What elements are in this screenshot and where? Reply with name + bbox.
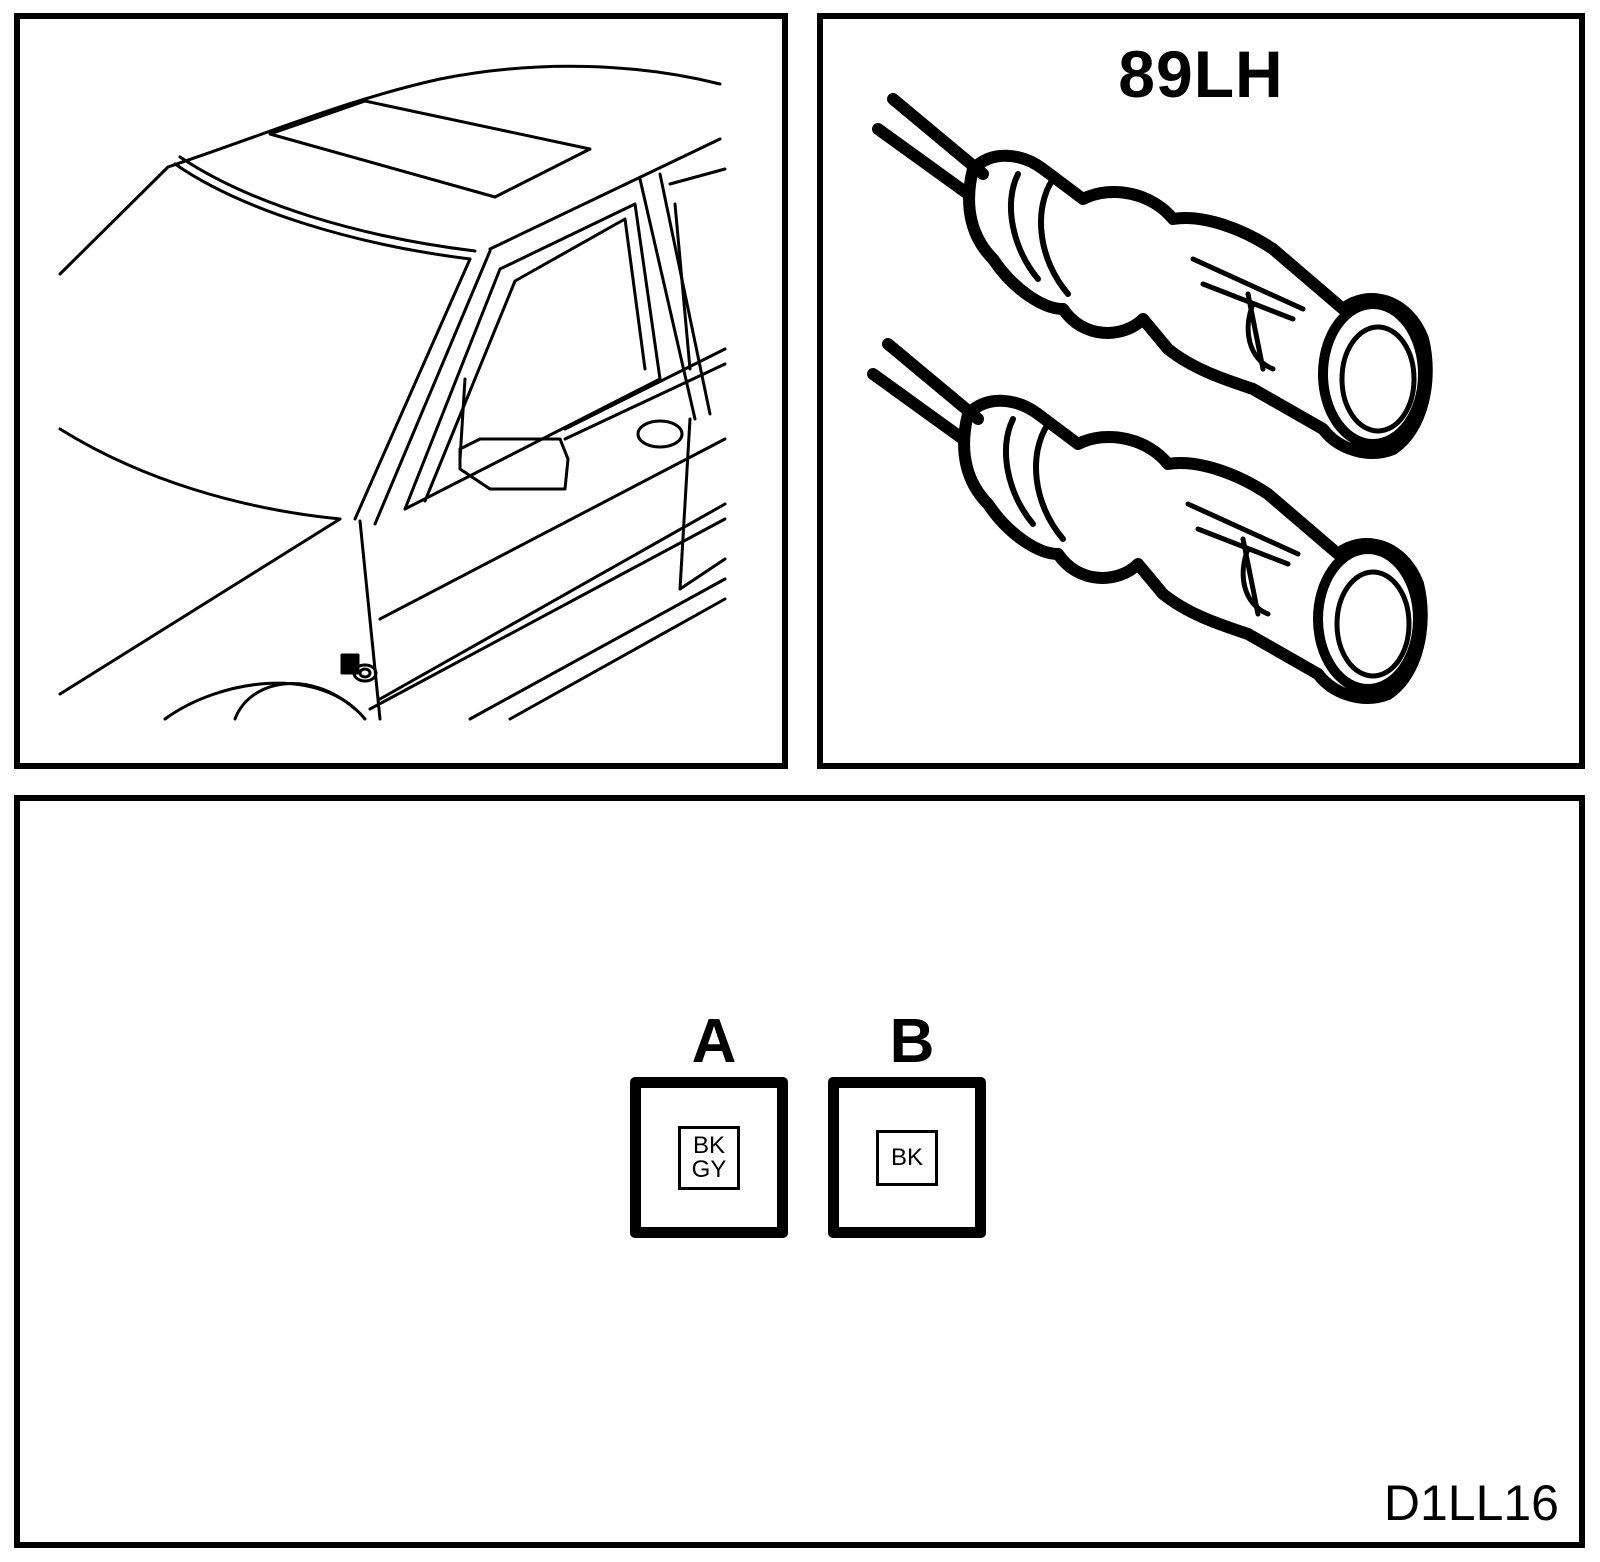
car-line-drawing-icon (58, 64, 727, 721)
pin-cavity-b: BK (828, 1077, 986, 1238)
vehicle-location-panel (14, 13, 788, 769)
wire-color-a-2: GY (691, 1155, 727, 1183)
wire-color-a-1: BK (692, 1131, 725, 1159)
connector-label: 89LH (1118, 37, 1284, 111)
pin-letter-a: A (691, 1007, 737, 1076)
wire-color-box-a: BK GY (678, 1125, 740, 1190)
pin-assignment-panel: A B BK GY BK D1LL16 (14, 795, 1585, 1548)
connector-view-panel: 89LH (817, 13, 1585, 769)
pin-letter-b: B (889, 1007, 935, 1076)
wire-color-box-b: BK (876, 1129, 938, 1186)
wire-color-b-1: BK (890, 1143, 923, 1171)
diagram-code: D1LL16 (1383, 1475, 1559, 1531)
two-wire-bullet-connector-icon (867, 93, 1433, 704)
pin-cavity-a: BK GY (630, 1077, 788, 1238)
